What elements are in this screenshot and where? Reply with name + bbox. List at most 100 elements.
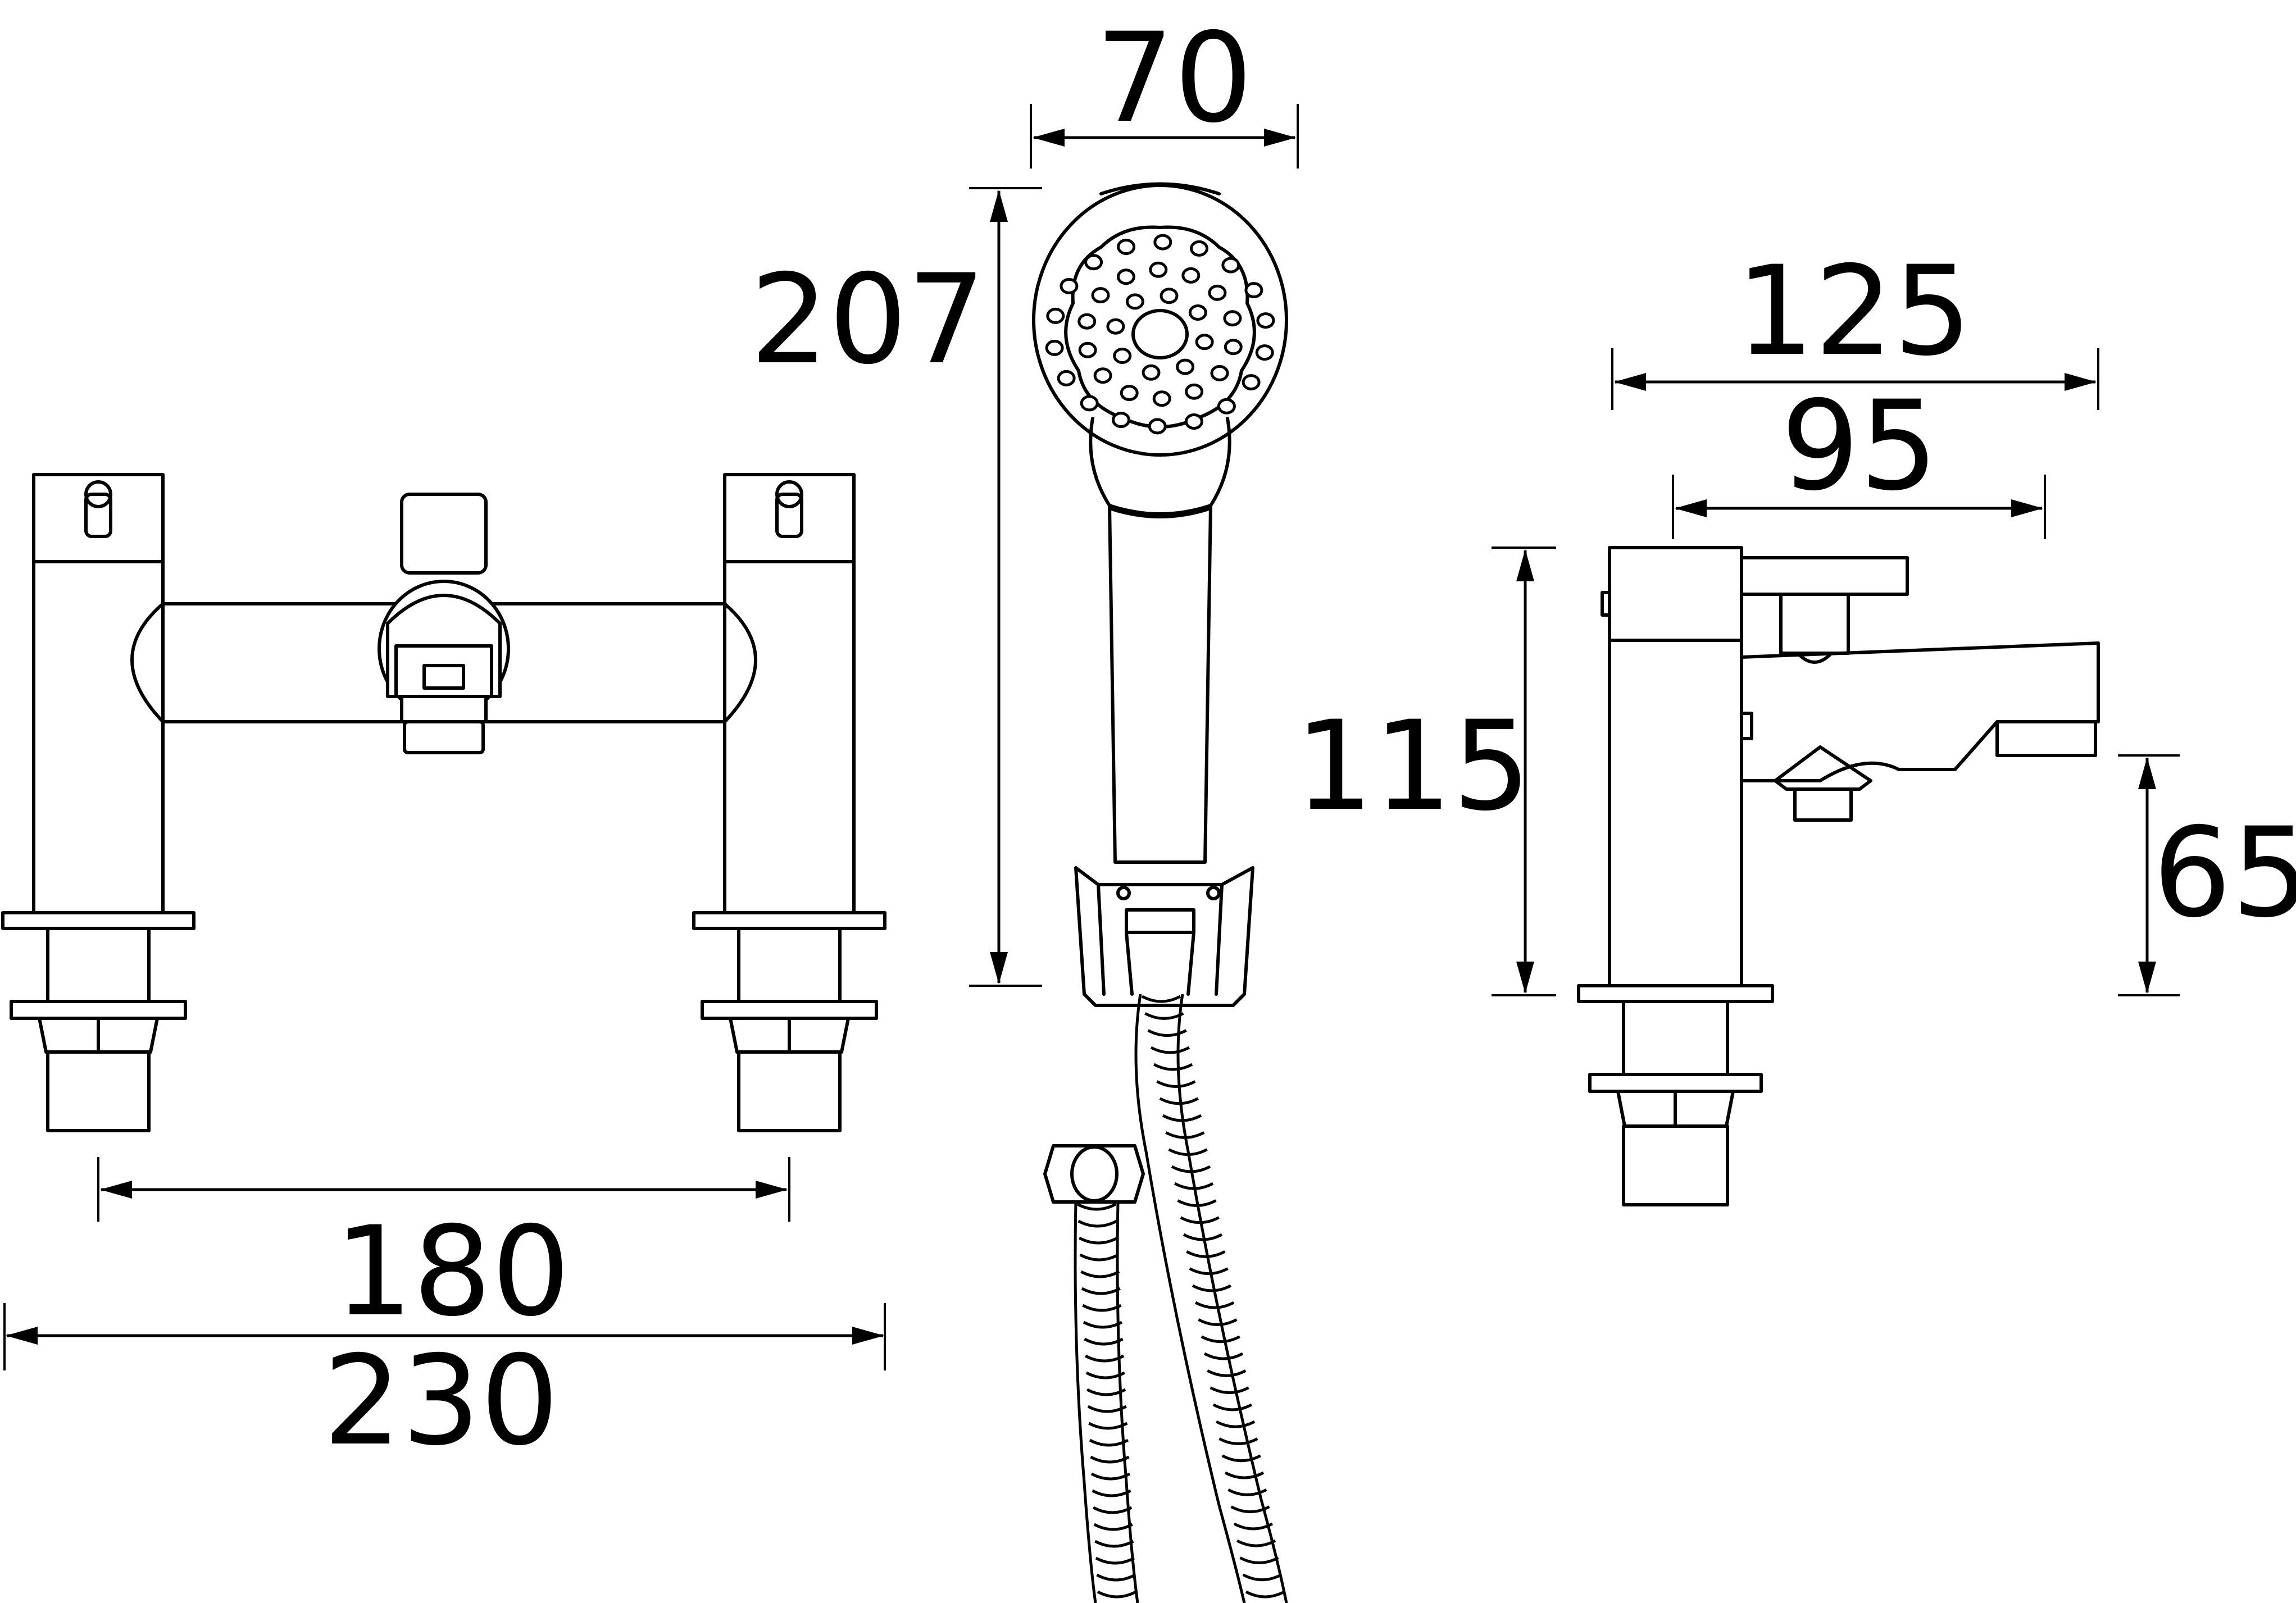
nozzle bbox=[1077, 313, 1097, 330]
hose-coil bbox=[1156, 1080, 1196, 1088]
hose-coil bbox=[1239, 1556, 1279, 1564]
nozzle bbox=[1060, 277, 1079, 294]
nozzle bbox=[1106, 318, 1125, 335]
dimension-70: 70 bbox=[1030, 6, 1299, 169]
nozzle bbox=[1208, 284, 1227, 301]
hose-coil bbox=[1186, 1250, 1226, 1258]
hose-coil bbox=[1201, 1335, 1240, 1344]
hose-coil bbox=[1236, 1539, 1276, 1547]
hose-coil bbox=[1083, 1320, 1123, 1329]
nozzle bbox=[1255, 344, 1274, 361]
nozzle bbox=[1117, 239, 1136, 255]
right-pillar bbox=[692, 473, 886, 1132]
dimension-230: 230 bbox=[3, 1303, 886, 1473]
hose-coil bbox=[1093, 1506, 1133, 1514]
nozzle bbox=[1113, 348, 1132, 364]
nozzle bbox=[1142, 364, 1161, 381]
nozzle bbox=[1084, 254, 1103, 271]
nozzle bbox=[1242, 374, 1261, 391]
hose-coil bbox=[1079, 1253, 1119, 1262]
nozzle bbox=[1116, 268, 1135, 285]
hose-coil bbox=[1203, 1352, 1244, 1360]
label-115: 115 bbox=[1295, 694, 1531, 838]
hose-coil bbox=[1227, 1488, 1267, 1496]
nozzle bbox=[1217, 398, 1236, 415]
nozzle bbox=[1160, 288, 1179, 304]
hose-coil bbox=[1093, 1523, 1133, 1531]
nozzle bbox=[1223, 310, 1242, 327]
hose-coil bbox=[1177, 1199, 1217, 1207]
nozzle bbox=[1176, 358, 1195, 375]
hose-coil bbox=[1245, 1590, 1285, 1599]
nozzle bbox=[1256, 312, 1275, 329]
nozzle bbox=[1149, 261, 1168, 278]
hose-coil bbox=[1076, 1203, 1117, 1211]
hose-coils bbox=[1076, 995, 1285, 1599]
nozzle bbox=[1078, 341, 1097, 358]
hose-coil bbox=[1084, 1337, 1124, 1346]
nozzle bbox=[1120, 385, 1139, 402]
hose-coil bbox=[1082, 1304, 1122, 1312]
shower-hose bbox=[1043, 994, 1288, 1603]
nozzle bbox=[1244, 282, 1263, 299]
bridge-body bbox=[130, 602, 757, 723]
hose-coil bbox=[1194, 1301, 1235, 1309]
hose-coil bbox=[1078, 1236, 1119, 1245]
hose-coil bbox=[1171, 1165, 1211, 1173]
dimension-95: 95 bbox=[1672, 374, 2046, 539]
hose-coil bbox=[1192, 1284, 1232, 1292]
front-view-mixer bbox=[1, 473, 886, 1132]
hose-coil bbox=[1159, 1097, 1199, 1105]
hose-coil bbox=[1189, 1267, 1229, 1275]
nozzle bbox=[1148, 418, 1167, 435]
nozzle bbox=[1080, 395, 1099, 412]
left-pillar bbox=[1, 473, 195, 1132]
diverter-outlet bbox=[378, 493, 510, 754]
hose-coil bbox=[1212, 1403, 1253, 1411]
label-207: 207 bbox=[750, 248, 986, 391]
nozzle bbox=[1153, 234, 1172, 251]
hose-coil bbox=[1153, 1063, 1193, 1071]
nozzle bbox=[1190, 240, 1208, 257]
nozzle bbox=[1112, 412, 1130, 429]
hose-coil bbox=[1094, 1540, 1134, 1548]
hose-coil bbox=[1168, 1148, 1208, 1156]
hose-coil bbox=[1095, 1556, 1135, 1565]
hose-coil bbox=[1215, 1420, 1256, 1428]
nozzle bbox=[1091, 287, 1110, 304]
hose-coil bbox=[1230, 1505, 1270, 1513]
nozzle bbox=[1181, 267, 1201, 284]
hose-coil bbox=[1183, 1233, 1223, 1241]
label-180: 180 bbox=[334, 1200, 570, 1344]
nozzle bbox=[1185, 383, 1204, 400]
shower-handset bbox=[1032, 182, 1288, 1007]
label-125: 125 bbox=[1736, 239, 1972, 383]
nozzle bbox=[1195, 334, 1214, 350]
hose-coil bbox=[1087, 1405, 1127, 1413]
nozzle bbox=[1057, 370, 1076, 386]
hose-coil bbox=[1198, 1318, 1238, 1326]
side-view-mixer bbox=[1577, 546, 2100, 1206]
hose-coil bbox=[1219, 1437, 1258, 1445]
hose-coil bbox=[1210, 1386, 1249, 1394]
nozzle bbox=[1224, 339, 1243, 356]
dimension-115: 115 bbox=[1295, 547, 1556, 996]
nozzle bbox=[1125, 293, 1144, 310]
hose-coil bbox=[1096, 1573, 1136, 1582]
nozzle bbox=[1221, 257, 1240, 274]
hose-coil bbox=[1090, 1472, 1131, 1481]
nozzle bbox=[1046, 307, 1065, 324]
label-65: 65 bbox=[2153, 801, 2296, 945]
nozzle bbox=[1152, 390, 1171, 407]
dimension-207: 207 bbox=[750, 187, 1042, 987]
hose-coil bbox=[1077, 1219, 1117, 1228]
hose-coil bbox=[1162, 1114, 1202, 1122]
hose-coil bbox=[1174, 1182, 1214, 1190]
hose-coil bbox=[1092, 1489, 1131, 1497]
label-70: 70 bbox=[1095, 6, 1253, 150]
hose-coil bbox=[1221, 1454, 1261, 1463]
hose-coil bbox=[1144, 1012, 1184, 1020]
dimension-180: 180 bbox=[97, 1157, 790, 1344]
spray-nozzles bbox=[1045, 234, 1275, 435]
